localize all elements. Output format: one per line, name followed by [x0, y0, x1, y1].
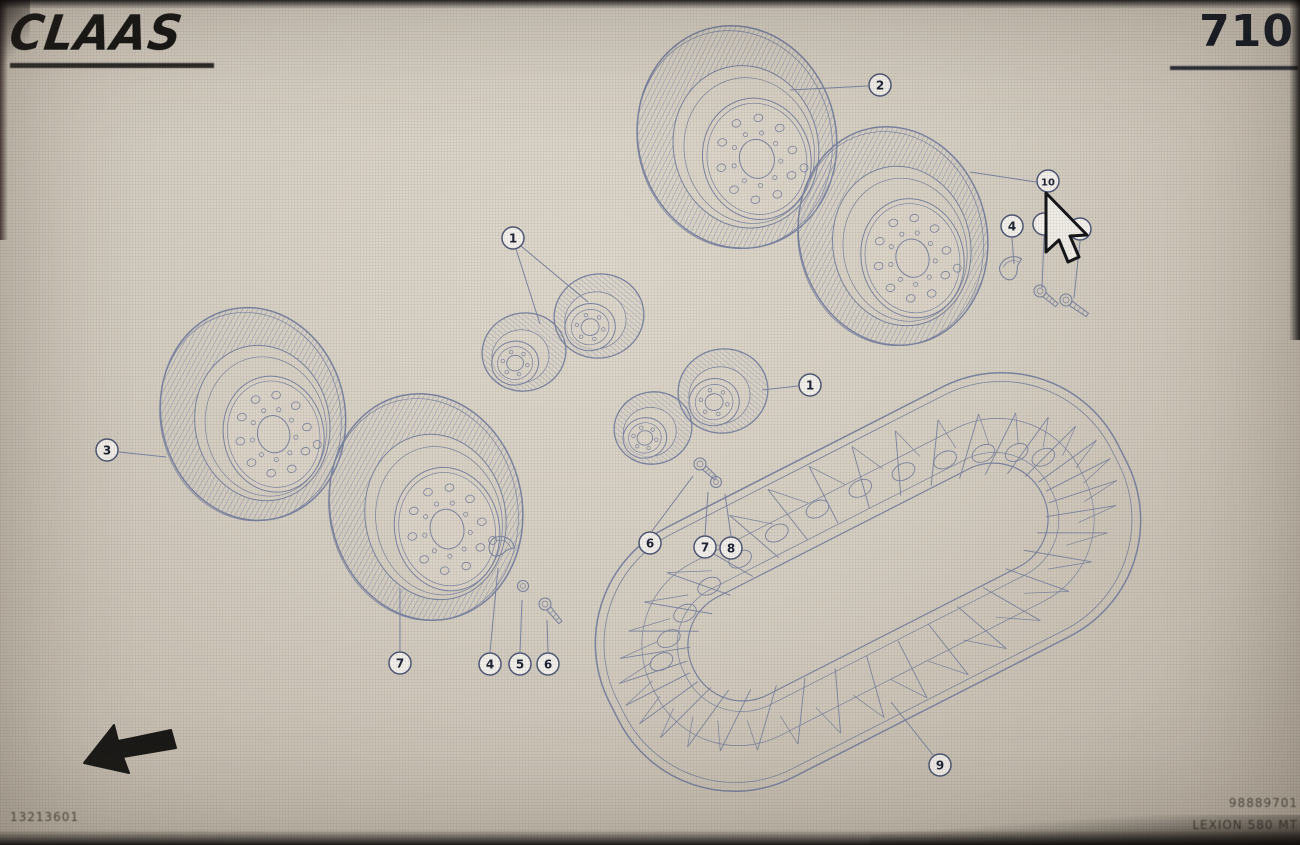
callout-3-7[interactable]: 3 [95, 438, 167, 462]
wheel-drawing-right [797, 126, 989, 347]
svg-text:10: 10 [1041, 178, 1055, 189]
footer-model-name: LEXION 580 MT [1192, 818, 1298, 832]
callout-10-1[interactable]: 10 [969, 169, 1060, 193]
footer-ref-number: 98889701 [1228, 796, 1298, 810]
wheel-drawing-left-front [159, 306, 347, 522]
page-number-text: 710 [1199, 6, 1294, 57]
svg-text:7: 7 [701, 541, 709, 555]
svg-text:8: 8 [727, 542, 735, 556]
svg-text:6: 6 [646, 537, 654, 551]
svg-text:5: 5 [516, 658, 524, 672]
callout-1-5[interactable]: 1 [501, 226, 589, 325]
svg-text:1: 1 [509, 232, 517, 246]
clip-drawing-right [998, 256, 1023, 281]
roller-drawing-2 [553, 273, 645, 359]
roller-drawing-3 [613, 391, 693, 465]
callout-1-6[interactable]: 1 [761, 373, 822, 397]
callout-4-2[interactable]: 4 [1000, 214, 1024, 265]
logo-underline [10, 63, 214, 68]
bolt-drawing-right-2 [1059, 293, 1090, 318]
footer-reference: 98889701 LEXION 580 MT [1192, 792, 1298, 836]
bolt-drawing-middle [693, 457, 718, 481]
pin-drawing-middle [709, 475, 723, 489]
roller-drawing-4 [677, 348, 769, 434]
svg-text:4: 4 [486, 658, 494, 672]
clip-drawing-left [488, 535, 516, 557]
callout-9-15[interactable]: 9 [890, 701, 952, 777]
claas-logo: CLAAS [6, 5, 214, 68]
svg-text:1: 1 [806, 379, 814, 393]
callout-7-8[interactable]: 7 [388, 588, 412, 675]
callout-4-9[interactable]: 4 [478, 567, 502, 676]
callout-6-11[interactable]: 6 [536, 619, 560, 676]
bolt-drawing-right-1 [1033, 284, 1059, 308]
roller-drawing-1 [481, 312, 567, 392]
svg-text:3: 3 [103, 444, 111, 458]
callout-2-0[interactable]: 2 [789, 73, 892, 97]
callout-8-14[interactable]: 8 [719, 493, 743, 560]
svg-text:7: 7 [396, 657, 404, 671]
wheel-drawing-left-rear [328, 392, 524, 622]
callout-labels: 2 10 4 1 1 3 7 4 5 6 6 7 8 9 [95, 73, 1092, 777]
direction-arrow-icon [83, 724, 177, 774]
svg-text:6: 6 [544, 658, 552, 672]
callout-5-10[interactable]: 5 [508, 599, 532, 676]
page-number: 710 [1170, 6, 1298, 70]
svg-text:4: 4 [1008, 220, 1016, 234]
document-code: 13213601 [10, 810, 80, 824]
svg-text:2: 2 [876, 79, 884, 93]
wheel-drawing-upper [636, 24, 838, 250]
rubber-track-drawing [594, 371, 1142, 793]
page-number-underline [1170, 66, 1298, 70]
mouse-cursor-icon [1044, 191, 1089, 264]
pin-drawing-left [516, 579, 530, 593]
svg-text:9: 9 [936, 759, 944, 773]
callout-6-12[interactable]: 6 [638, 475, 694, 555]
bolt-drawing-left [538, 597, 563, 625]
exploded-parts-drawing [159, 24, 1142, 793]
callout-7-13[interactable]: 7 [693, 491, 717, 559]
